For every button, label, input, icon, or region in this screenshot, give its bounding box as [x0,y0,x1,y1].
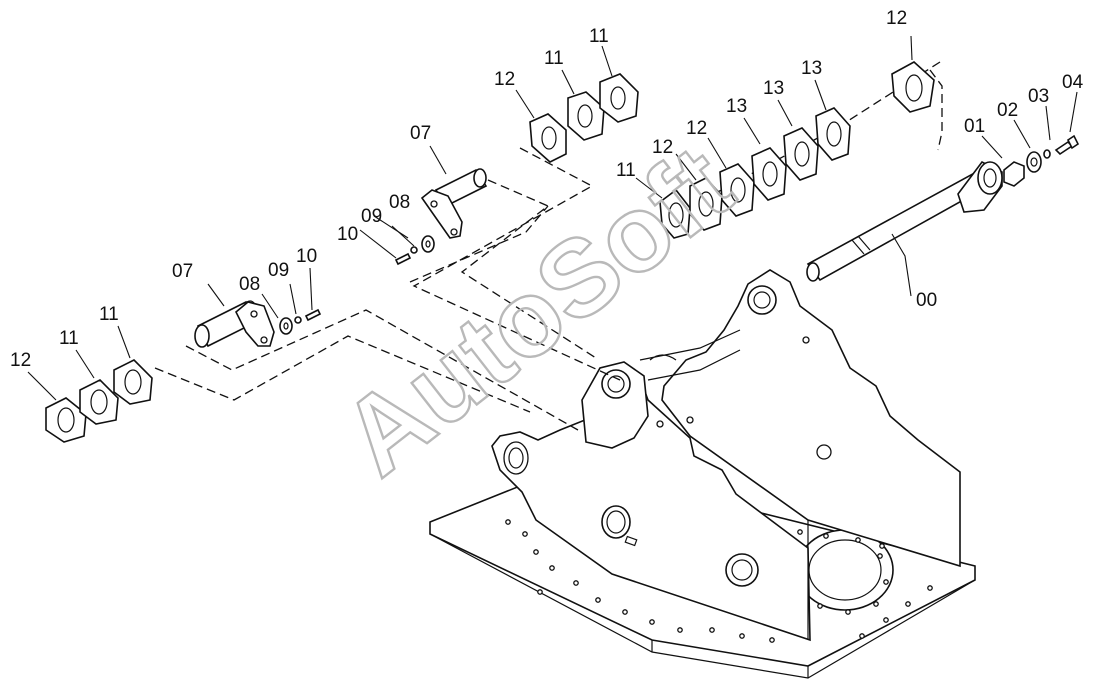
callout-01: 01 [964,116,985,137]
callout-12-far-right: 12 [886,8,907,29]
callout-11-lower-left-a: 11 [59,328,79,349]
callout-11-right-stack: 11 [616,160,636,181]
callout-08-lower: 08 [239,274,260,295]
callout-11-top-right: 11 [589,26,609,47]
callout-12-right-stack-b: 12 [652,137,673,158]
callout-00: 00 [916,290,937,311]
main-pin [806,160,1003,282]
callout-10-upper: 10 [337,224,358,245]
callout-12-lower-left: 12 [10,350,31,371]
callout-13-a: 13 [726,96,747,117]
callout-labels: 00 01 02 03 04 07 07 08 08 09 09 10 10 1… [10,8,1084,371]
boom-foot-boss [581,361,664,449]
right-side-plate [661,269,961,640]
callout-07-upper: 07 [410,123,431,144]
callout-10-lower: 10 [296,246,317,267]
callout-08-upper: 08 [389,192,410,213]
callout-02: 02 [997,100,1018,121]
callout-12-right-stack-a: 12 [686,118,707,139]
callout-leaders [27,35,1078,401]
part-02-washer [1026,151,1042,173]
part-03-washer [1043,149,1051,159]
callout-13-b: 13 [763,78,784,99]
callout-11-lower-left-b: 11 [99,304,119,325]
top-washer-stack [529,73,639,163]
left-side-plate [491,371,811,642]
callout-04: 04 [1062,72,1084,93]
upper-pin-assembly [394,168,488,266]
right-washer-stack [659,61,935,239]
cross-link [639,329,741,381]
callout-11-top-left: 11 [544,48,564,69]
lower-pin-assembly [194,300,322,348]
callout-07-lower: 07 [172,261,193,282]
left-washer-stack [45,359,153,443]
callout-12-top-center: 12 [494,69,515,90]
part-01-lock-nut [1003,161,1025,187]
callout-03: 03 [1028,86,1049,107]
callout-13-c: 13 [801,58,822,79]
bolt-holes [505,519,933,643]
callout-09-upper: 09 [361,206,382,227]
callout-09-lower: 09 [268,260,289,281]
